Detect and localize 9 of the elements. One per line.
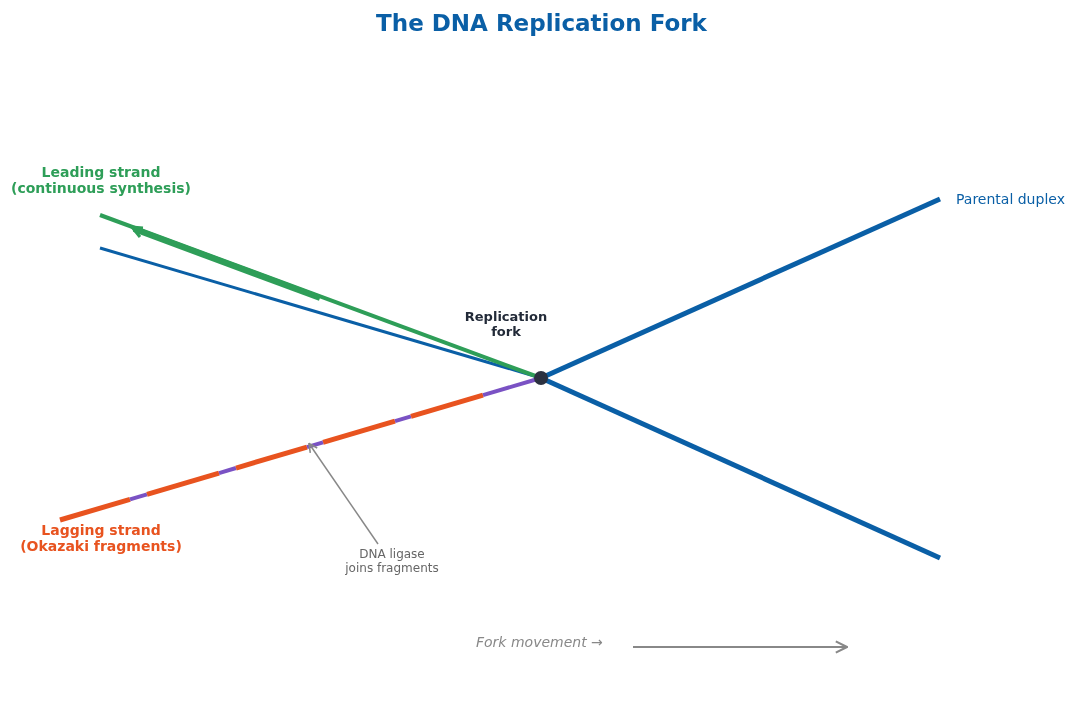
strand-label: Leading strand (continuous synthesis) bbox=[10, 164, 192, 197]
title: The DNA Replication Fork bbox=[375, 10, 708, 37]
duplex-label: Parental duplex bbox=[956, 191, 1065, 208]
direction-label: Fork movement → bbox=[476, 634, 603, 651]
note-text: DNA ligase joins fragments bbox=[344, 548, 440, 576]
strand-label: Lagging strand (Okazaki fragments) bbox=[19, 522, 183, 555]
fork-label: Replication fork bbox=[463, 310, 549, 340]
leader-line bbox=[308, 442, 379, 545]
ligase-site bbox=[306, 440, 324, 449]
